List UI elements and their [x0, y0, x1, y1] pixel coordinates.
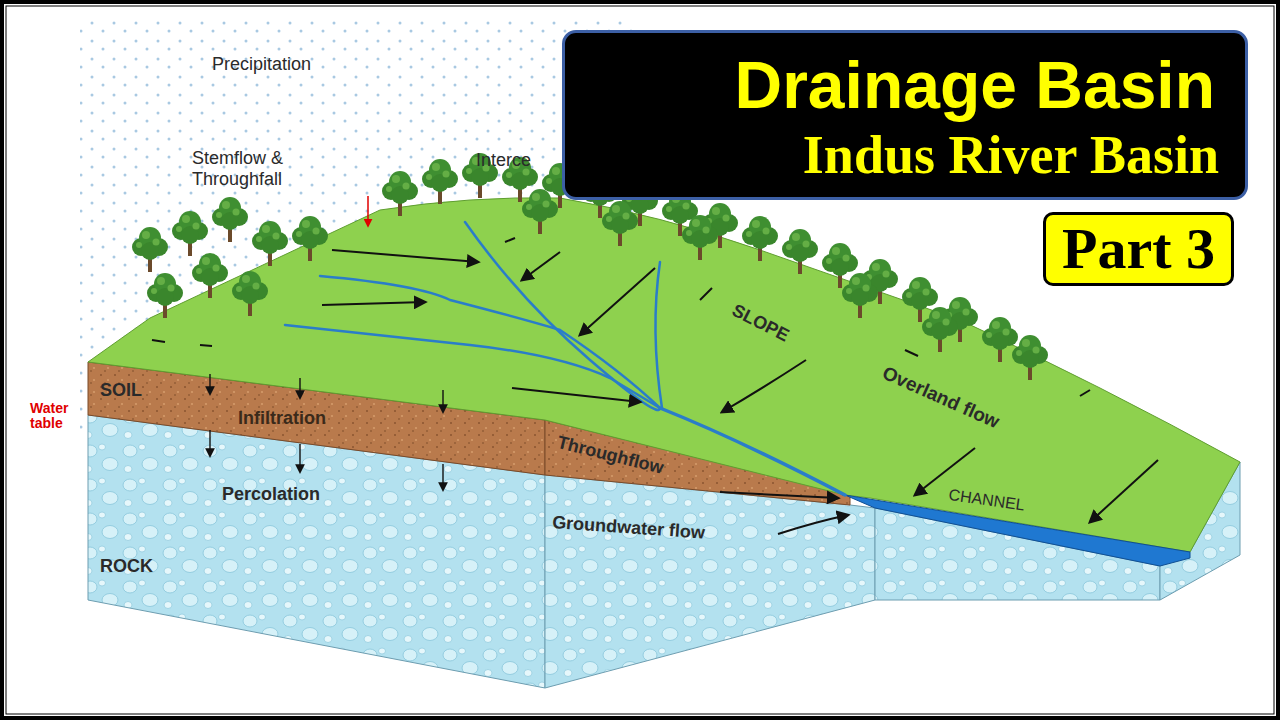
interception-label: Interce [476, 150, 531, 171]
subheading-text: Indus River Basin [565, 122, 1245, 185]
part-badge: Part 3 [1043, 212, 1234, 286]
heading-text: Part 3 [1046, 217, 1231, 281]
heading-text: Drainage Basin [565, 33, 1245, 122]
infiltration-label: Infiltration [238, 408, 326, 429]
water-table-label: Water table [30, 401, 92, 432]
precipitation-label: Precipitation [212, 54, 311, 75]
rock-label: ROCK [100, 556, 153, 577]
title-box: Drainage BasinIndus River Basin [562, 30, 1248, 200]
soil-label: SOIL [100, 380, 142, 401]
percolation-label: Percolation [222, 484, 320, 505]
stemflow-label: Stemflow & Throughfall [192, 148, 342, 189]
